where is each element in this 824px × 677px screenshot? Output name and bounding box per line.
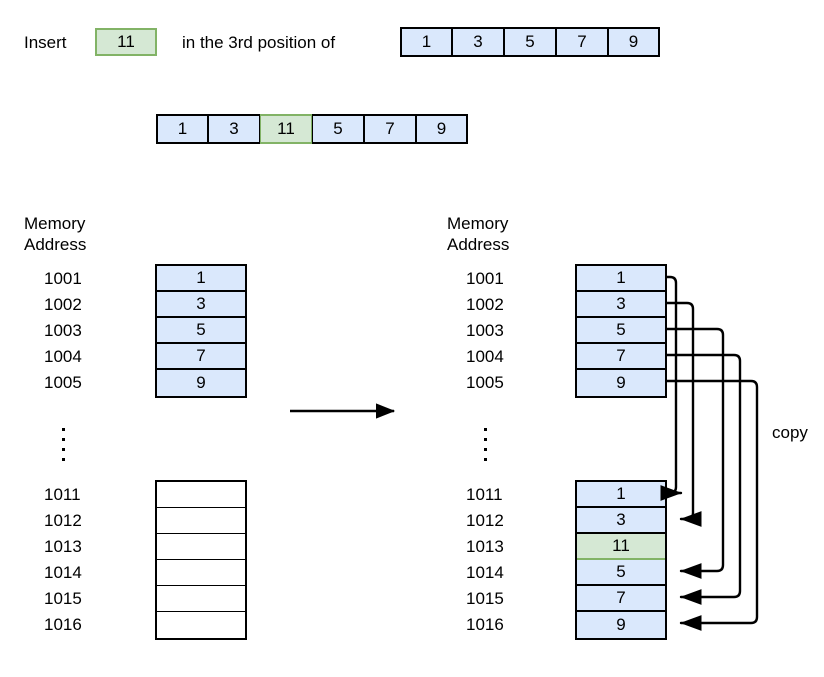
copy-arrow-1001-to-1011 bbox=[660, 275, 683, 501]
memory-cell: 5 bbox=[577, 560, 665, 586]
array-cell: 3 bbox=[208, 114, 260, 144]
address-label: 1016 bbox=[466, 615, 504, 634]
address-label: 1005 bbox=[44, 373, 82, 392]
after-address-column-top: 1001 1002 1003 1004 1005 bbox=[466, 266, 504, 396]
memory-cell: 9 bbox=[577, 370, 665, 396]
memory-cell: 3 bbox=[157, 292, 245, 318]
array-cell: 9 bbox=[416, 114, 468, 144]
memory-cell: 5 bbox=[157, 318, 245, 344]
array-cell: 5 bbox=[504, 27, 556, 57]
before-address-column-top: 1001 1002 1003 1004 1005 bbox=[44, 266, 82, 396]
address-label: 1001 bbox=[466, 269, 504, 288]
memory-cell-empty bbox=[157, 482, 245, 508]
array-cell: 5 bbox=[312, 114, 364, 144]
memory-cell: 1 bbox=[577, 266, 665, 292]
memory-cell: 1 bbox=[157, 266, 245, 292]
array-cell: 1 bbox=[156, 114, 208, 144]
source-array: 1 3 5 7 9 bbox=[400, 27, 660, 57]
address-label: 1011 bbox=[466, 485, 503, 504]
array-cell: 1 bbox=[400, 27, 452, 57]
result-array: 1 3 11 5 7 9 bbox=[156, 114, 468, 144]
address-label: 1011 bbox=[44, 485, 81, 504]
address-label: 1016 bbox=[44, 615, 82, 634]
before-ellipsis bbox=[62, 428, 65, 461]
memory-cell: 3 bbox=[577, 292, 665, 318]
memory-cell: 7 bbox=[157, 344, 245, 370]
insert-lead-text: Insert bbox=[24, 33, 67, 52]
memory-cell-empty bbox=[157, 612, 245, 638]
array-cell: 7 bbox=[364, 114, 416, 144]
before-address-column-bottom: 1011 1012 1013 1014 1015 1016 bbox=[44, 482, 82, 638]
after-memory-header-line2: Address bbox=[447, 235, 510, 254]
copy-arrow-1005-to-1016 bbox=[665, 379, 759, 631]
copy-arrow-1003-to-1014 bbox=[665, 327, 725, 579]
address-label: 1013 bbox=[466, 537, 504, 556]
insert-middle-text: in the 3rd position of bbox=[182, 33, 336, 52]
address-label: 1003 bbox=[44, 321, 82, 340]
after-ellipsis bbox=[484, 428, 487, 461]
address-label: 1002 bbox=[44, 295, 82, 314]
address-label: 1002 bbox=[466, 295, 504, 314]
address-label: 1012 bbox=[466, 511, 504, 530]
array-cell: 7 bbox=[556, 27, 608, 57]
address-label: 1003 bbox=[466, 321, 504, 340]
memory-cell-empty bbox=[157, 534, 245, 560]
after-memory-block-bottom: 1 3 11 5 7 9 bbox=[575, 480, 667, 640]
address-label: 1005 bbox=[466, 373, 504, 392]
memory-cell-inserted: 11 bbox=[577, 534, 665, 560]
array-cell: 3 bbox=[452, 27, 504, 57]
before-memory-header-line2: Address bbox=[24, 235, 87, 254]
copy-label: copy bbox=[772, 423, 808, 442]
address-label: 1013 bbox=[44, 537, 82, 556]
array-cell-inserted: 11 bbox=[260, 114, 312, 144]
address-label: 1014 bbox=[466, 563, 504, 582]
address-label: 1015 bbox=[466, 589, 504, 608]
memory-cell-empty bbox=[157, 508, 245, 534]
memory-cell: 7 bbox=[577, 586, 665, 612]
address-label: 1001 bbox=[44, 269, 82, 288]
memory-cell: 9 bbox=[577, 612, 665, 638]
after-memory-block-top: 1 3 5 7 9 bbox=[575, 264, 667, 398]
before-memory-block-top: 1 3 5 7 9 bbox=[155, 264, 247, 398]
before-memory-block-bottom bbox=[155, 480, 247, 640]
copy-arrow-1002-to-1012 bbox=[665, 301, 702, 527]
insert-value-chip: 11 bbox=[95, 28, 157, 56]
before-memory-header-line1: Memory bbox=[24, 214, 86, 233]
address-label: 1004 bbox=[44, 347, 82, 366]
memory-cell: 5 bbox=[577, 318, 665, 344]
after-memory-header-line1: Memory bbox=[447, 214, 509, 233]
address-label: 1015 bbox=[44, 589, 82, 608]
memory-cell: 7 bbox=[577, 344, 665, 370]
array-cell: 9 bbox=[608, 27, 660, 57]
memory-cell: 9 bbox=[157, 370, 245, 396]
address-label: 1014 bbox=[44, 563, 82, 582]
address-label: 1012 bbox=[44, 511, 82, 530]
copy-arrow-1004-to-1015 bbox=[665, 353, 742, 605]
memory-cell: 3 bbox=[577, 508, 665, 534]
address-label: 1004 bbox=[466, 347, 504, 366]
memory-cell-empty bbox=[157, 560, 245, 586]
memory-cell-empty bbox=[157, 586, 245, 612]
after-address-column-bottom: 1011 1012 1013 1014 1015 1016 bbox=[466, 482, 504, 638]
memory-cell: 1 bbox=[577, 482, 665, 508]
transition-arrow-icon bbox=[290, 403, 396, 419]
